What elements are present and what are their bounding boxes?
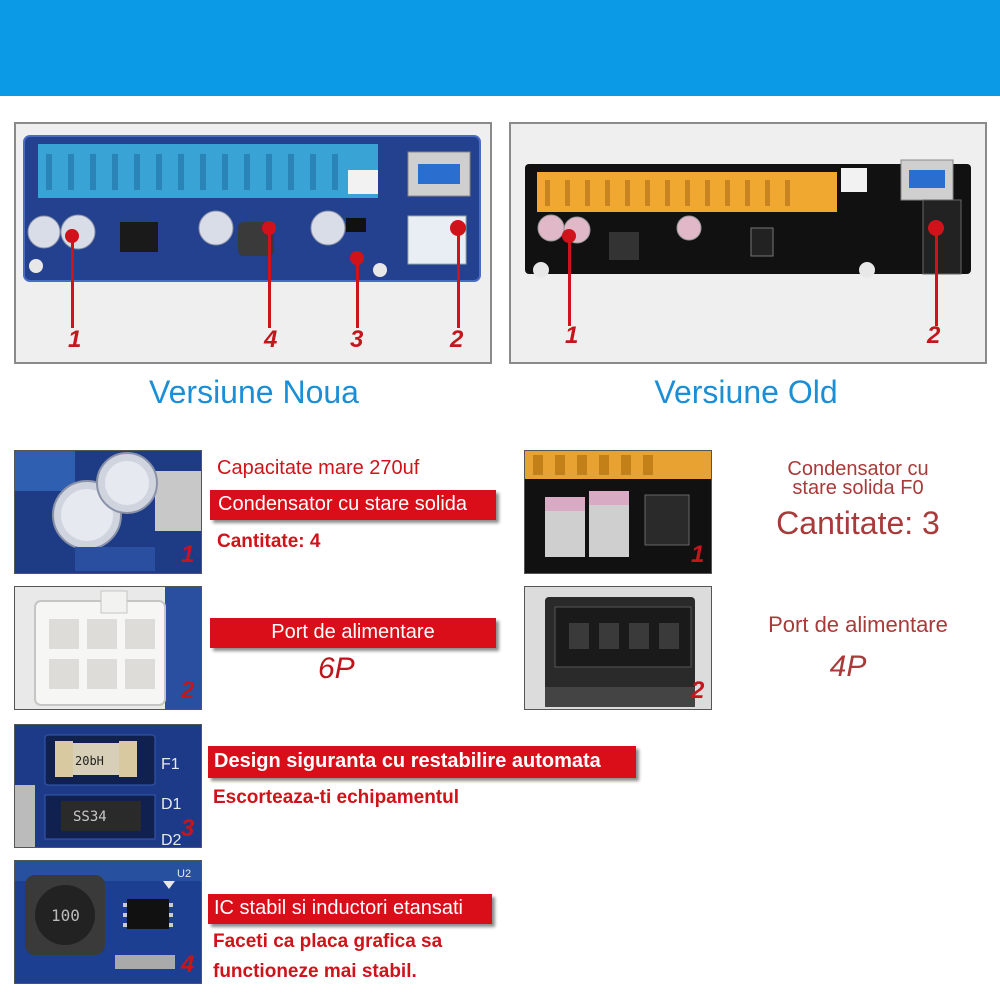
old-power-pins: 4P (829, 650, 867, 683)
new-ic-bar: IC stabil si inductori etansati (208, 894, 492, 924)
new-fuse-subtitle: Escorteaza-ti echipamentul (213, 787, 460, 808)
new-board-marker-3: 3 (350, 326, 364, 353)
new-ic-marker: 4 (181, 951, 195, 978)
new-capacitor-bar: Condensator cu stare solida (210, 490, 496, 520)
old-capacitor-thumbnail: 1 (524, 450, 712, 574)
old-version-title: Versiune Old (654, 374, 838, 410)
new-capacitor-capacity: Capacitate mare 270uf (217, 457, 420, 479)
old-power-label: Port de alimentare (768, 612, 948, 637)
old-capacitor-marker: 1 (691, 541, 705, 568)
fuse-code-text: 20bH (75, 754, 104, 768)
inductor-code-text: 100 (51, 906, 80, 925)
new-fuse-bar: Design siguranta cu restabilire automata (208, 746, 636, 778)
new-fuse-thumbnail: 20bH SS34 F1 D1 D2 3 (14, 724, 202, 848)
d1-label: D1 (161, 796, 182, 813)
diode-code-text: SS34 (73, 809, 107, 825)
old-power-thumbnail: 2 (524, 586, 712, 710)
new-version-board-image: 1 4 3 2 (14, 122, 492, 364)
new-power-pins: 6P (318, 652, 355, 685)
new-board-marker-4: 4 (264, 326, 278, 353)
old-power-marker: 2 (691, 677, 705, 704)
new-version-title: Versiune Noua (149, 374, 359, 410)
old-version-board-image: 1 2 (509, 122, 987, 364)
old-capacitor-quantity: Cantitate: 3 (776, 505, 940, 541)
new-ic-line2: functioneze mai stabil. (213, 961, 417, 982)
new-fuse-marker: 3 (181, 815, 195, 842)
new-board-marker-2: 2 (450, 326, 464, 353)
u2-label: U2 (177, 868, 191, 880)
old-capacitor-line2: stare solida F0 (792, 477, 924, 499)
new-ic-line1: Faceti ca placa grafica sa (213, 931, 443, 952)
old-board-marker-2: 2 (927, 322, 941, 349)
old-board-marker-1: 1 (565, 322, 579, 349)
new-ic-thumbnail: 100 U2 4 (14, 860, 202, 984)
f1-label: F1 (161, 756, 180, 773)
new-power-thumbnail: 2 (14, 586, 202, 710)
top-banner (0, 0, 1000, 96)
new-power-marker: 2 (181, 677, 195, 704)
new-capacitor-quantity: Cantitate: 4 (217, 531, 321, 552)
new-capacitor-marker: 1 (181, 541, 195, 568)
d2-label: D2 (161, 832, 182, 848)
new-board-marker-1: 1 (68, 326, 82, 353)
new-power-bar: Port de alimentare (210, 618, 496, 648)
new-capacitor-thumbnail: 1 (14, 450, 202, 574)
old-capacitor-line1: Condensator cu (787, 458, 929, 480)
